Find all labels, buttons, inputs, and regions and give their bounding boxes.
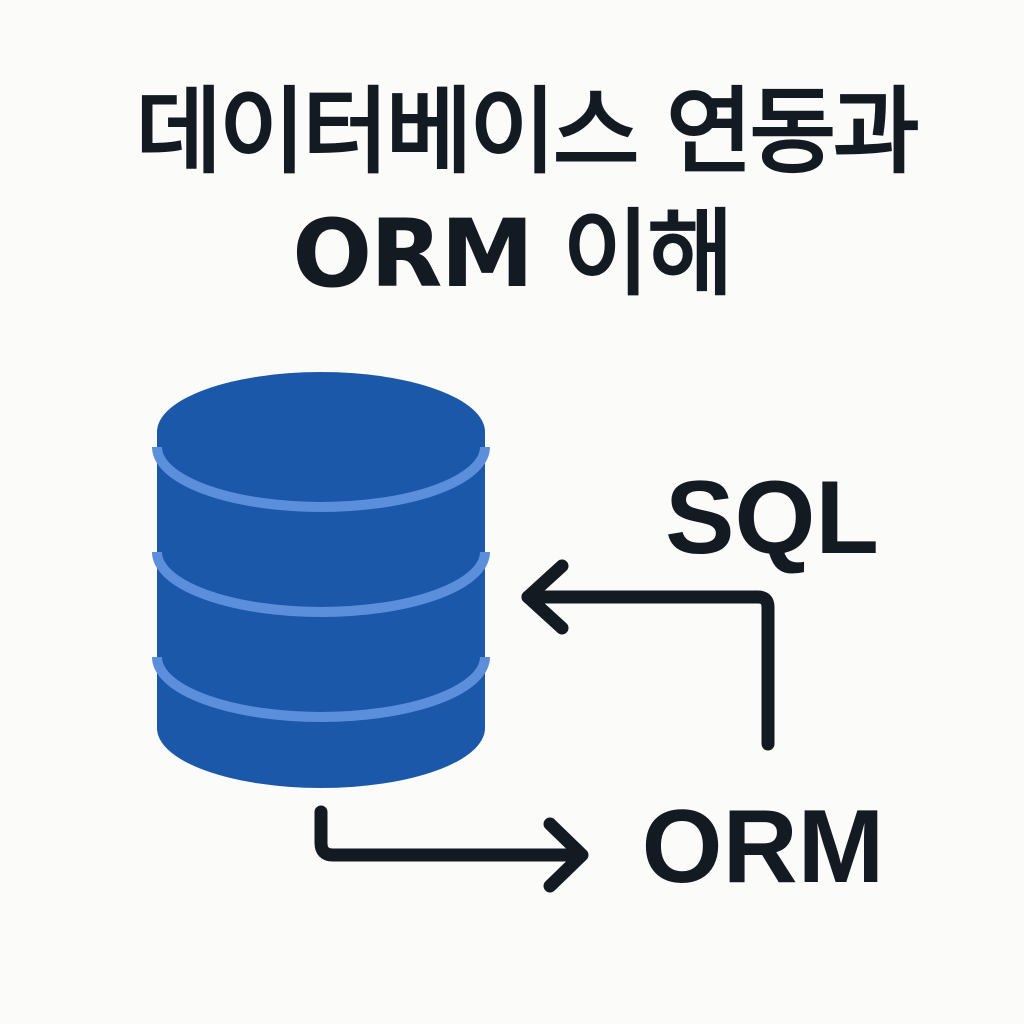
- page-title-line-1: 데이터베이스 연동과: [135, 78, 919, 187]
- sql-label: SQL: [665, 460, 879, 576]
- cylinder-band-3: [152, 656, 490, 722]
- cylinder-band-1: [152, 446, 490, 512]
- database-cylinder-icon: [152, 372, 490, 788]
- database-to-orm-arrow: [314, 805, 589, 893]
- page-title-line-2: ORM 이해: [292, 200, 734, 309]
- orm-label: ORM: [642, 789, 885, 905]
- cylinder-band-2: [152, 551, 490, 617]
- cylinder-top: [157, 372, 485, 492]
- sql-to-database-arrow: [521, 559, 775, 751]
